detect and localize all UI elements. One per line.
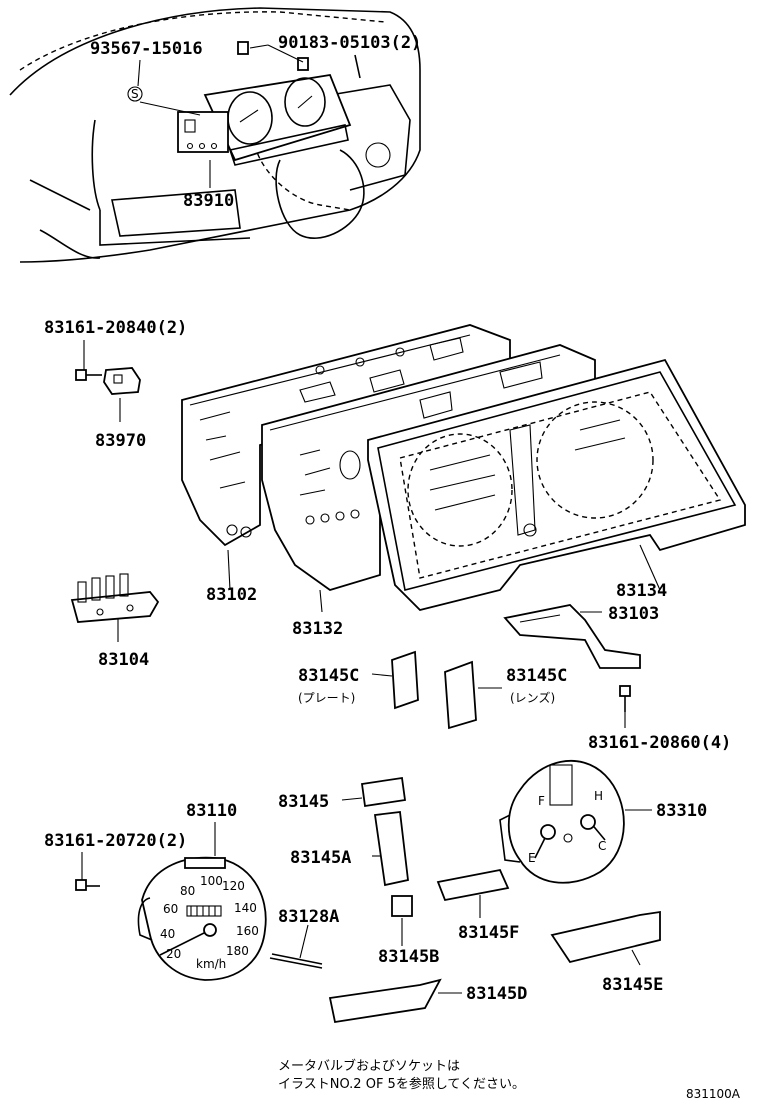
speedo-mark-120: 120 xyxy=(222,879,245,893)
part-83103-bracket xyxy=(503,604,641,669)
fuel-full-mark: F xyxy=(538,794,545,808)
label-83145c-plate-sub: (プレート) xyxy=(298,691,355,705)
label-83145c-lens: 83145C xyxy=(506,666,567,686)
figure-code: 831100A xyxy=(686,1087,741,1101)
label-83145e: 83145E xyxy=(602,975,663,995)
dashboard-overview: S xyxy=(9,7,421,263)
temp-cold-mark: C xyxy=(598,839,606,853)
speedo-mark-140: 140 xyxy=(234,901,257,915)
speedo-mark-60: 60 xyxy=(163,902,178,916)
speedo-mark-80: 80 xyxy=(180,884,195,898)
speedo-unit: km/h xyxy=(196,957,226,971)
part-83110-speedometer: 20 40 60 80 100 120 140 160 180 km/h xyxy=(137,822,267,981)
part-83128a xyxy=(269,924,323,969)
label-83161-20860: 83161-20860(4) xyxy=(588,733,731,753)
speedo-mark-160: 160 xyxy=(236,924,259,938)
part-83310-gauge: F E H C xyxy=(499,759,652,884)
screw-83161-20860 xyxy=(619,685,631,728)
label-83134: 83134 xyxy=(616,581,667,601)
label-83145: 83145 xyxy=(278,792,329,812)
label-83145c-plate: 83145C xyxy=(298,666,359,686)
label-83104: 83104 xyxy=(98,650,149,670)
part-83145 xyxy=(341,776,407,808)
label-83161-20840: 83161-20840(2) xyxy=(44,318,187,338)
part-83145c-lens xyxy=(444,660,502,730)
clip-icon xyxy=(127,86,143,102)
label-90183-05103: 90183-05103(2) xyxy=(278,33,421,53)
label-83970: 83970 xyxy=(95,431,146,451)
part-83145d xyxy=(328,978,462,1024)
part-83970 xyxy=(103,367,141,422)
label-83103: 83103 xyxy=(608,604,659,624)
speedo-mark-180: 180 xyxy=(226,944,249,958)
note-line-2: イラストNO.2 OF 5を参照してください。 xyxy=(278,1076,525,1092)
label-83132: 83132 xyxy=(292,619,343,639)
screw-83161-20840 xyxy=(75,340,102,381)
part-83145a xyxy=(372,810,409,887)
fuel-empty-mark: E xyxy=(528,851,536,865)
speedo-mark-20: 20 xyxy=(166,947,181,961)
label-83102: 83102 xyxy=(206,585,257,605)
label-83161-20720: 83161-20720(2) xyxy=(44,831,187,851)
label-83145f: 83145F xyxy=(458,923,519,943)
part-83145b xyxy=(391,895,413,946)
label-83145b: 83145B xyxy=(378,947,439,967)
part-83104 xyxy=(70,573,160,642)
label-83128a: 83128A xyxy=(278,907,339,927)
label-83145a: 83145A xyxy=(290,848,351,868)
label-83145d: 83145D xyxy=(466,984,527,1004)
screw-83161-20720 xyxy=(75,852,100,891)
speedo-mark-100: 100 xyxy=(200,874,223,888)
label-83110: 83110 xyxy=(186,801,237,821)
label-83910: 83910 xyxy=(183,191,234,211)
label-83310: 83310 xyxy=(656,801,707,821)
temp-hot-mark: H xyxy=(594,789,603,803)
part-83145e xyxy=(550,910,661,966)
part-83145f xyxy=(436,868,510,918)
part-83134-housing xyxy=(367,358,746,611)
speedo-mark-40: 40 xyxy=(160,927,175,941)
svg-text:S: S xyxy=(131,87,139,101)
note-line-1: メータバルブおよびソケットは xyxy=(278,1058,460,1074)
part-83145c-plate xyxy=(371,650,419,710)
label-93567-15016: 93567-15016 xyxy=(90,39,203,59)
label-83145c-lens-sub: (レンズ) xyxy=(510,690,555,705)
